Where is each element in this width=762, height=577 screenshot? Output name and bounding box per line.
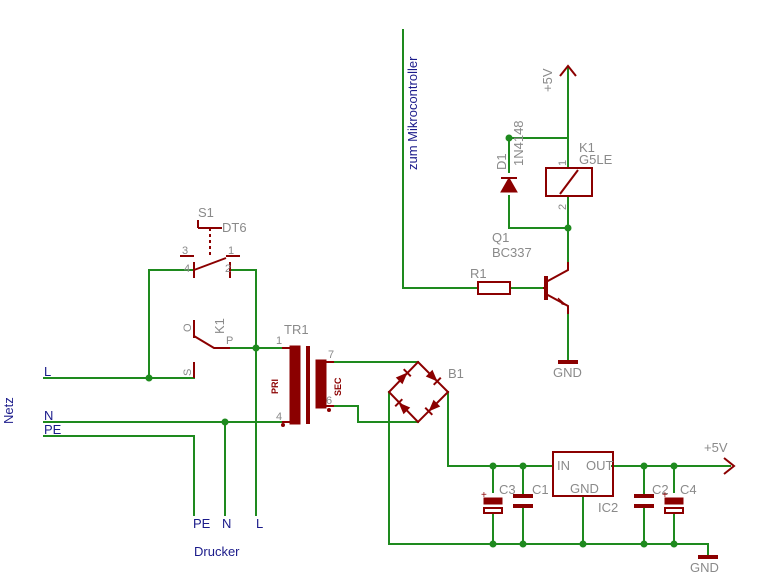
c2-name: C2 [652, 482, 669, 497]
switch-s1: S1 DT6 3 1 4 2 [180, 205, 247, 278]
vcc-right-label: +5V [704, 440, 728, 455]
transistor-q1: Q1 BC337 [492, 230, 569, 314]
q1-value: BC337 [492, 245, 532, 260]
drucker-n-label: N [222, 516, 231, 531]
ic2-out: OUT [586, 458, 614, 473]
capacitor-c1: C1 [513, 482, 549, 508]
wires [43, 29, 731, 557]
r1-name: R1 [470, 266, 487, 281]
vcc-top-symbol: +5V [540, 64, 577, 92]
b1-name: B1 [448, 366, 464, 381]
q1-name: Q1 [492, 230, 509, 245]
s1-name: S1 [198, 205, 214, 220]
transformer-tr1: TR1 PRI SEC 1 4 7 6 [270, 322, 343, 427]
svg-text:+: + [481, 490, 487, 501]
k1-coil-value: G5LE [579, 152, 613, 167]
relay-k1-coil: K1 G5LE 1 2 [545, 140, 613, 210]
bridge-rectifier-b1: B1 [387, 360, 464, 424]
gnd-q1-symbol: GND [553, 360, 582, 380]
drucker-l-label: L [256, 516, 263, 531]
k1-contact-name: K1 [212, 318, 227, 334]
c1-name: C1 [532, 482, 549, 497]
gnd-bottom-symbol: GND [690, 555, 719, 575]
capacitor-c2: C2 [634, 482, 669, 508]
c4-name: C4 [680, 482, 697, 497]
tr1-pin7: 7 [328, 349, 334, 361]
diode-d1: D1 1N4148 [494, 120, 526, 193]
k1-coil-pin2: 2 [557, 204, 569, 210]
gnd-q1-label: GND [553, 365, 582, 380]
drucker-label: Drucker [194, 544, 240, 559]
tr1-sec: SEC [333, 377, 343, 396]
s1-pin4: 4 [184, 263, 190, 275]
vcc-top-label: +5V [540, 68, 555, 92]
mcu-label: zum Mikrocontroller [405, 56, 420, 170]
d1-value: 1N4148 [511, 120, 526, 166]
gnd-bottom-label: GND [690, 560, 719, 575]
net-label-l: L [44, 364, 51, 379]
s1-value: DT6 [222, 220, 247, 235]
s1-pin3: 3 [182, 245, 188, 257]
vcc-right-symbol: +5V [704, 440, 736, 475]
resistor-r1: R1 [470, 266, 511, 295]
svg-text:+: + [662, 490, 668, 501]
tr1-pin6: 6 [326, 395, 332, 407]
tr1-name: TR1 [284, 322, 309, 337]
tr1-pri: PRI [270, 379, 280, 394]
ic2-gnd: GND [570, 481, 599, 496]
relay-k1-contact: O K1 P S [182, 318, 233, 378]
capacitor-c3: + C3 [481, 482, 516, 514]
d1-name: D1 [494, 153, 509, 170]
net-labels: Netz L N PE PE N L Drucker zum Mikrocont… [1, 56, 420, 559]
s1-pin2: 2 [225, 263, 231, 275]
k1-coil-name: K1 [579, 140, 595, 155]
c3-name: C3 [499, 482, 516, 497]
tr1-pin4: 4 [276, 411, 282, 423]
tr1-pin1: 1 [276, 335, 282, 347]
k1-coil-pin1: 1 [557, 160, 569, 166]
netz-label: Netz [1, 397, 16, 424]
ic2-name: IC2 [598, 500, 618, 515]
s1-pin1: 1 [228, 245, 234, 257]
drucker-pe-label: PE [193, 516, 211, 531]
net-label-n: N [44, 408, 53, 423]
junctions [145, 134, 678, 548]
capacitor-c4: + C4 [662, 482, 697, 514]
net-label-pe: PE [44, 422, 62, 437]
k1-pin-o: O [182, 323, 194, 332]
ic2-in: IN [557, 458, 570, 473]
k1-pin-p: P [226, 335, 233, 347]
k1-pin-s: S [182, 369, 194, 376]
regulator-ic2: IN OUT GND IC2 [552, 451, 618, 515]
